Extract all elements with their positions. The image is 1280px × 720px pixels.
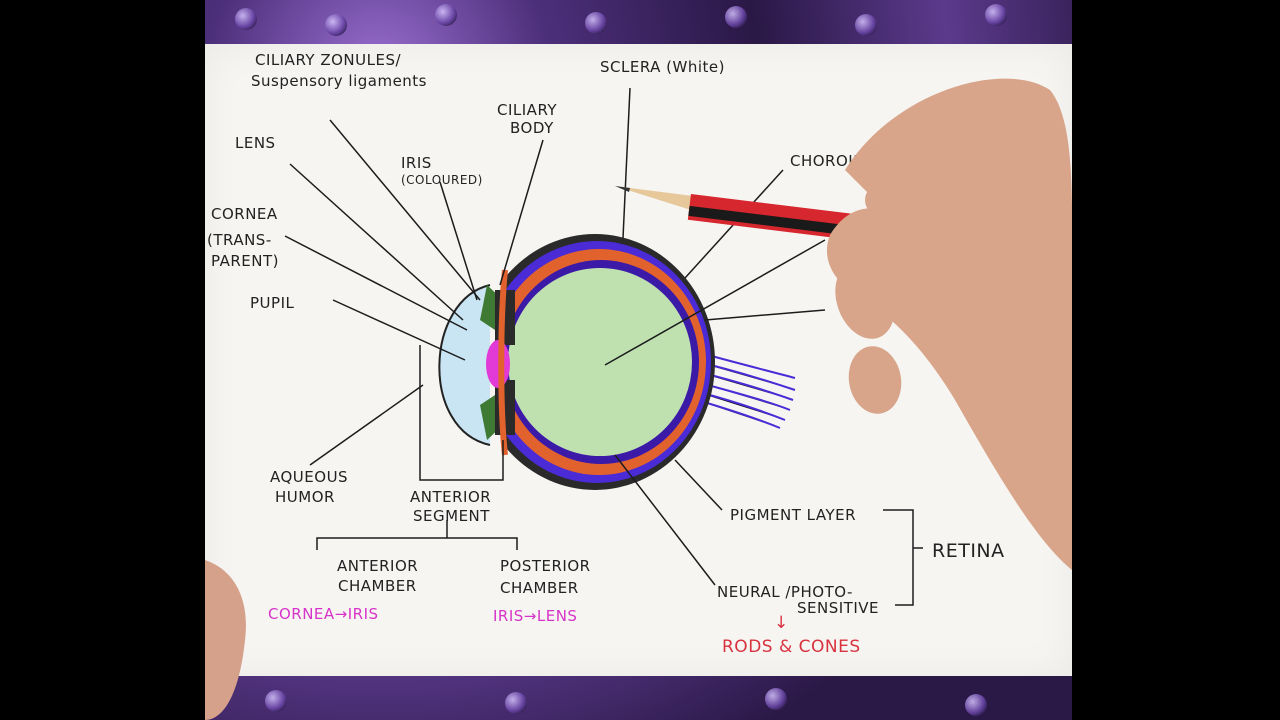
label-lens: LENS: [235, 134, 276, 152]
label-aqueous-1: AQUEOUS: [270, 468, 348, 486]
label-cornea-to-iris: CORNEA→IRIS: [268, 605, 379, 623]
label-cornea-sub-1: (TRANS-: [207, 231, 272, 249]
label-iris-to-lens: IRIS→LENS: [493, 607, 577, 625]
label-ciliary-zonules: CILIARY ZONULES/: [255, 51, 401, 69]
down-arrow-icon: ↓: [774, 613, 789, 633]
label-cornea-sub-2: PARENT): [211, 252, 279, 270]
label-pigment-layer: PIGMENT LAYER: [730, 506, 856, 524]
label-cornea: CORNEA: [211, 205, 278, 223]
label-retina: RETINA: [932, 540, 1005, 562]
label-anterior-chamber-2: CHAMBER: [338, 577, 417, 595]
label-iris: IRIS: [401, 154, 432, 172]
thumb-icon: [205, 560, 246, 720]
label-sclera: SCLERA (White): [600, 58, 725, 76]
label-anterior-segment-2: SEGMENT: [413, 507, 490, 525]
label-neural-1: NEURAL /PHOTO-: [717, 583, 853, 601]
hand-icon: [826, 78, 1072, 570]
label-neural-2: SENSITIVE: [797, 599, 879, 617]
label-choroid: CHOROID: [790, 152, 865, 170]
label-rods-cones: RODS & CONES: [722, 637, 861, 657]
label-anterior-chamber-1: ANTERIOR: [337, 557, 418, 575]
video-frame: CILIARY ZONULES/ Suspensory ligaments SC…: [205, 0, 1072, 720]
label-anterior-segment-1: ANTERIOR: [410, 488, 491, 506]
label-ciliary-body-1: CILIARY: [497, 101, 557, 119]
label-posterior-chamber-2: CHAMBER: [500, 579, 579, 597]
label-pupil: PUPIL: [250, 294, 294, 312]
label-posterior-chamber-1: POSTERIOR: [500, 557, 591, 575]
label-aqueous-2: HUMOR: [275, 488, 335, 506]
label-ciliary-body-2: BODY: [510, 119, 554, 137]
label-suspensory-ligaments: Suspensory ligaments: [251, 72, 427, 90]
optic-nerve: [689, 349, 796, 429]
eyeball: [438, 234, 796, 490]
label-iris-sub: (COLOURED): [401, 173, 483, 187]
eye-diagram: CILIARY ZONULES/ Suspensory ligaments SC…: [205, 51, 1072, 720]
